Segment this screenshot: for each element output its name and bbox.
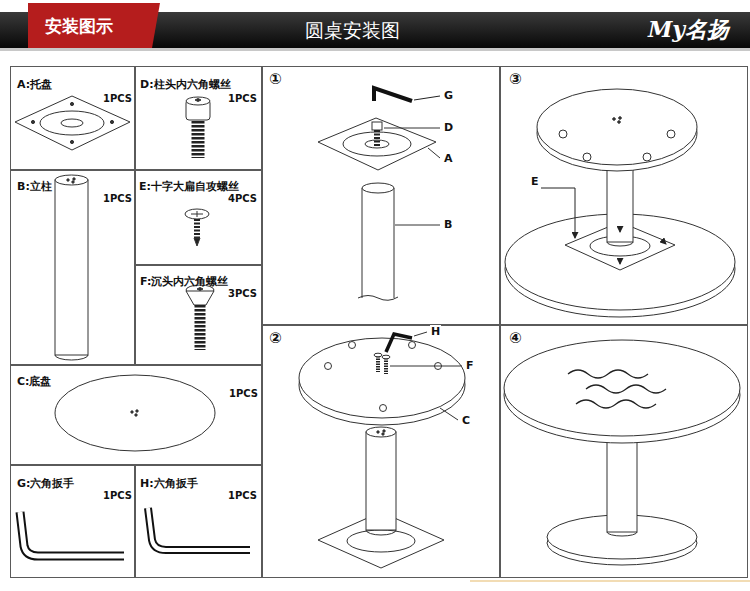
brand-logo: My名扬 <box>648 15 729 45</box>
part-quantity: 1PCS <box>228 490 257 501</box>
part-quantity: 1PCS <box>229 388 258 399</box>
step-panel: ① <box>262 66 500 325</box>
callout-letter: C <box>461 414 471 427</box>
part-name: C:底盘 <box>17 374 51 389</box>
part-cell: B:立柱 1PCS <box>10 170 135 365</box>
callout-letter: F <box>465 359 475 372</box>
part-name: G:六角扳手 <box>17 476 74 491</box>
footer-rule <box>470 580 750 582</box>
header-rule <box>0 48 750 51</box>
callout-letter: A <box>443 152 454 165</box>
part-quantity: 1PCS <box>228 93 257 104</box>
step-number: ③ <box>509 70 522 88</box>
part-cell: E:十字大扁自攻螺丝4PCS <box>135 170 262 265</box>
part-cell: F:沉头内六角螺丝3PCS <box>135 265 262 365</box>
callout-letter: B <box>443 218 453 231</box>
part-cell: D:柱头内六角螺丝1PCS <box>135 66 262 170</box>
part-cell: C:底盘 1PCS <box>10 365 262 465</box>
step4-figure <box>504 340 740 565</box>
header-tab <box>28 3 160 48</box>
part-name: F:沉头内六角螺丝 <box>140 274 228 289</box>
header-tab-text: 安装图示 <box>45 15 113 38</box>
part-quantity: 3PCS <box>228 288 257 299</box>
part-cell: G:六角扳手 1PCS <box>10 465 135 578</box>
step3-figure <box>505 89 735 317</box>
part-quantity: 4PCS <box>228 193 257 204</box>
callout-letter: G <box>443 89 454 102</box>
parts-figures <box>15 96 215 451</box>
diagram-title: 圆桌安装图 <box>305 18 400 44</box>
callout-letter: D <box>443 121 454 134</box>
part-name: B:立柱 <box>17 179 52 194</box>
part-cell: A:托盘 1PCS <box>10 66 135 170</box>
step-number: ① <box>269 70 282 88</box>
part-quantity: 1PCS <box>103 93 132 104</box>
part-name: A:托盘 <box>17 77 52 92</box>
part-cell: H:六角扳手 1PCS <box>135 465 262 578</box>
step2-figure <box>299 332 465 568</box>
callout-letter: H <box>430 325 441 338</box>
part-quantity: 1PCS <box>103 193 132 204</box>
step-number: ② <box>269 329 282 347</box>
step-panel: ④ <box>500 325 748 578</box>
step-number: ④ <box>509 329 522 347</box>
part-name: H:六角扳手 <box>140 476 198 491</box>
callout-letter: E <box>530 175 540 188</box>
step-panel: ③ <box>500 66 748 325</box>
step1-figure <box>318 88 440 300</box>
part-quantity: 1PCS <box>103 490 132 501</box>
part-name: D:柱头内六角螺丝 <box>140 77 231 92</box>
part-name: E:十字大扁自攻螺丝 <box>139 179 239 194</box>
